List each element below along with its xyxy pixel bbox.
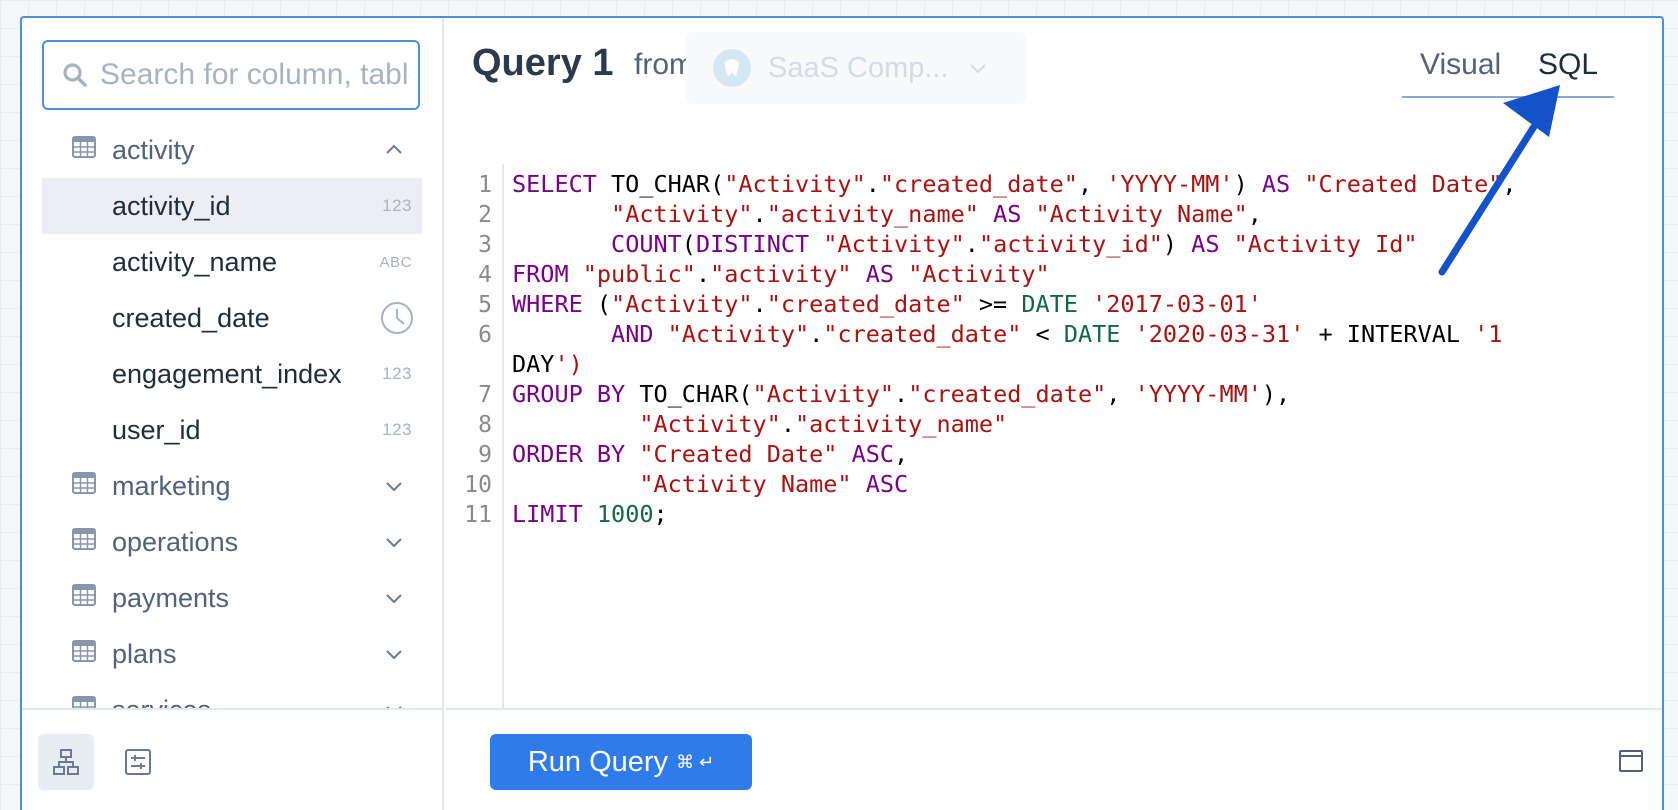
column-label: created_date xyxy=(112,302,270,333)
schema-sidebar: activity activity_id 123 activity_name A… xyxy=(22,18,444,810)
column-label: engagement_index xyxy=(112,358,342,389)
line-number: 2 xyxy=(478,202,492,228)
column-activity-name[interactable]: activity_name ABC xyxy=(42,234,422,290)
code-line[interactable]: WHERE ("Activity"."created_date" >= DATE… xyxy=(512,290,1262,318)
sidebar-footer xyxy=(22,708,442,810)
datasource-select[interactable]: SaaS Comp... xyxy=(686,32,1026,104)
line-number: 1 xyxy=(478,172,492,198)
table-icon xyxy=(72,640,96,662)
line-number: 5 xyxy=(478,292,492,318)
column-label: activity_name xyxy=(112,246,278,277)
table-label: payments xyxy=(112,582,230,613)
line-number: 3 xyxy=(478,232,492,258)
run-query-label: Run Query xyxy=(527,745,669,778)
sql-editor[interactable]: 1 2 3 4 5 6 7 8 9 10 11 SELECT TO_CHAR("… xyxy=(446,164,1662,720)
query-main: Query 1 from SaaS Comp... Visual SQL 1 2… xyxy=(446,18,1662,810)
from-label: from xyxy=(634,48,694,81)
line-number: 11 xyxy=(464,502,492,528)
table-label: marketing xyxy=(112,470,231,501)
chevron-down-icon[interactable] xyxy=(384,476,404,496)
code-line[interactable]: FROM "public"."activity" AS "Activity" xyxy=(512,260,1050,288)
code-line[interactable]: COUNT(DISTINCT "Activity"."activity_id")… xyxy=(611,230,1418,258)
code-line[interactable]: GROUP BY TO_CHAR("Activity"."created_dat… xyxy=(512,380,1291,408)
code-line[interactable]: "Activity"."activity_name" xyxy=(639,410,1008,438)
number-type-badge: 123 xyxy=(382,420,412,439)
tab-visual[interactable]: Visual xyxy=(1420,48,1502,81)
mode-tabs: Visual SQL xyxy=(1402,46,1614,98)
number-type-badge: 123 xyxy=(382,364,412,383)
sliders-icon xyxy=(125,749,151,775)
schema-view-button[interactable] xyxy=(38,734,94,790)
code-line[interactable]: AND "Activity"."created_date" < DATE '20… xyxy=(611,320,1503,348)
table-marketing[interactable]: marketing xyxy=(42,458,422,514)
column-created-date[interactable]: created_date xyxy=(42,290,422,346)
table-label: plans xyxy=(112,638,177,669)
column-user-id[interactable]: user_id 123 xyxy=(42,402,422,458)
code-line[interactable]: "Activity Name" ASC xyxy=(639,470,909,498)
search-box[interactable] xyxy=(42,40,420,110)
run-query-button[interactable]: Run Query ⌘ ↵ xyxy=(490,734,752,790)
code-line[interactable]: SELECT TO_CHAR("Activity"."created_date"… xyxy=(512,170,1517,198)
search-input[interactable] xyxy=(100,58,410,92)
tab-sql[interactable]: SQL xyxy=(1538,48,1599,81)
database-icon xyxy=(713,49,751,87)
code-line[interactable]: "Activity"."activity_name" AS "Activity … xyxy=(611,200,1262,228)
table-icon xyxy=(72,528,96,550)
line-number-gutter: 1 2 3 4 5 6 7 8 9 10 11 xyxy=(446,164,504,720)
column-label: user_id xyxy=(112,414,201,445)
code-line[interactable]: DAY') xyxy=(512,350,583,378)
table-label: operations xyxy=(112,526,239,557)
chevron-down-icon[interactable] xyxy=(384,588,404,608)
line-number: 4 xyxy=(478,262,492,288)
query-builder-frame: activity activity_id 123 activity_name A… xyxy=(20,16,1664,810)
column-activity-id[interactable]: activity_id 123 xyxy=(42,178,422,234)
main-footer: Run Query ⌘ ↵ xyxy=(446,708,1662,810)
column-engagement-index[interactable]: engagement_index 123 xyxy=(42,346,422,402)
number-type-badge: 123 xyxy=(382,196,412,215)
run-query-shortcut: ⌘ ↵ xyxy=(676,751,715,772)
query-title[interactable]: Query 1 xyxy=(472,42,614,84)
settings-view-button[interactable] xyxy=(110,734,166,790)
clock-icon xyxy=(381,302,413,334)
line-number: 7 xyxy=(478,382,492,408)
chevron-up-icon[interactable] xyxy=(384,140,404,160)
search-icon xyxy=(63,63,87,87)
table-activity[interactable]: activity xyxy=(42,122,422,178)
chevron-down-icon[interactable] xyxy=(384,532,404,552)
table-icon xyxy=(72,136,96,158)
chevron-down-icon[interactable] xyxy=(384,644,404,664)
table-icon xyxy=(72,584,96,606)
line-number: 9 xyxy=(478,442,492,468)
code-line[interactable]: ORDER BY "Created Date" ASC, xyxy=(512,440,909,468)
chevron-down-icon xyxy=(970,64,986,74)
line-number: 8 xyxy=(478,412,492,438)
text-type-badge: ABC xyxy=(379,253,412,271)
line-number: 6 xyxy=(478,322,492,348)
table-plans[interactable]: plans xyxy=(42,626,422,682)
column-label: activity_id xyxy=(112,190,231,221)
table-icon xyxy=(72,472,96,494)
panel-toggle-icon[interactable] xyxy=(1618,748,1644,774)
table-payments[interactable]: payments xyxy=(42,570,422,626)
schema-tree: activity activity_id 123 activity_name A… xyxy=(42,122,422,738)
table-label: activity xyxy=(112,134,195,165)
code-line[interactable]: LIMIT 1000; xyxy=(512,500,668,528)
line-number: 10 xyxy=(464,472,492,498)
table-operations[interactable]: operations xyxy=(42,514,422,570)
hierarchy-icon xyxy=(53,749,79,775)
datasource-name: SaaS Comp... xyxy=(768,51,949,84)
